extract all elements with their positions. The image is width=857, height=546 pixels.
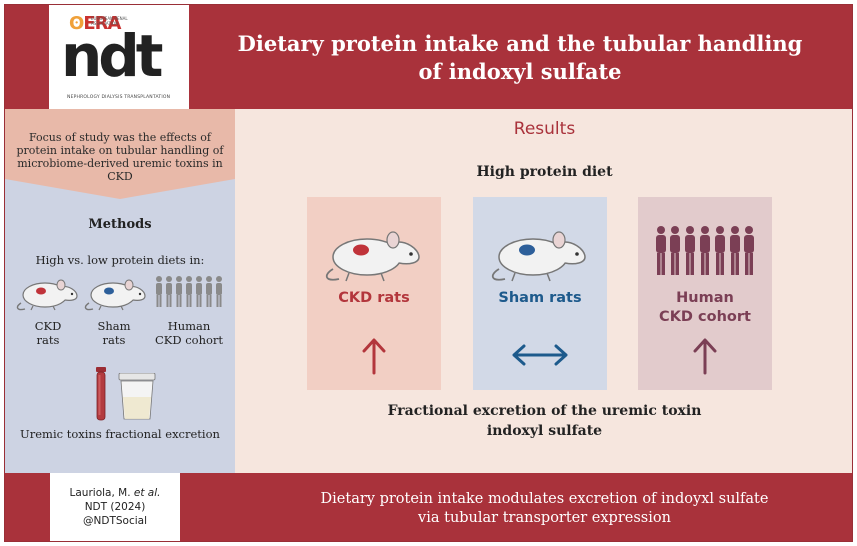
citation-text: Lauriola, M. et al. NDT (2024) @NDTSocia… [50, 486, 180, 528]
people-group-icon [156, 276, 222, 307]
page-title: Dietary protein intake and the tubular h… [195, 30, 845, 86]
title-line-2: of indoxyl sulfate [418, 59, 622, 84]
era-logo-text: ʘERA [69, 13, 121, 34]
footer-banner: Lauriola, M. et al. NDT (2024) @NDTSocia… [5, 473, 852, 541]
ndt-logo-footer: NEPHROLOGY DIALYSIS TRANSPLANTATION [67, 95, 171, 100]
ndt-logo-text: ndt [61, 22, 164, 90]
card-label: Sham rats [498, 290, 582, 306]
blood-sample-tube-icon [96, 367, 106, 421]
citation-handle: @NDTSocial [83, 515, 147, 527]
result-card-sham-rats: Sham rats [473, 197, 607, 390]
header-banner: ʘERA EUROPEAN RENAL ASSOCIATION ndt NEPH… [5, 5, 852, 109]
methods-subtitle: High vs. low protein diets in: [35, 253, 205, 267]
rat-blue-kidney-icon [491, 231, 586, 282]
arrow-up-icon [693, 338, 717, 375]
result-card-ckd-rats: CKD rats [307, 197, 441, 390]
methods-panel: Focus of study was the effects of protei… [5, 109, 235, 473]
outcome-text: Fractional excretion of the uremic toxin… [387, 403, 702, 439]
sample-caption: Uremic toxins fractional excretion [20, 427, 220, 441]
title-line-1: Dietary protein intake and the tubular h… [237, 31, 803, 56]
focus-text: Focus of study was the effects of protei… [16, 131, 224, 183]
citation-author: Lauriola, M. et al. [69, 487, 161, 499]
people-group-icon [656, 226, 754, 275]
card-label: CKD rats [338, 290, 410, 306]
focus-chevron-shape [5, 109, 235, 199]
conclusion-text: Dietary protein intake modulates excreti… [320, 491, 769, 526]
methods-title: Methods [88, 217, 152, 232]
citation-box: Lauriola, M. et al. NDT (2024) @NDTSocia… [50, 473, 180, 541]
urine-cup-icon [118, 373, 156, 420]
focus-box: Focus of study was the effects of protei… [5, 109, 235, 201]
rat-red-kidney-icon [16, 279, 78, 311]
rat-red-kidney-icon [325, 231, 420, 282]
era-logo-subtitle: EUROPEAN RENAL ASSOCIATION [91, 16, 128, 26]
journal-logo: ʘERA EUROPEAN RENAL ASSOCIATION ndt NEPH… [49, 5, 189, 109]
diet-label: High protein diet [476, 164, 613, 180]
arrow-up-icon [362, 338, 386, 375]
citation-journal: NDT (2024) [84, 501, 146, 513]
infographic: ʘERA EUROPEAN RENAL ASSOCIATION ndt NEPH… [4, 4, 853, 542]
arrow-left-right-icon [512, 344, 568, 366]
rat-blue-kidney-icon [84, 279, 146, 311]
results-title: Results [513, 119, 576, 139]
